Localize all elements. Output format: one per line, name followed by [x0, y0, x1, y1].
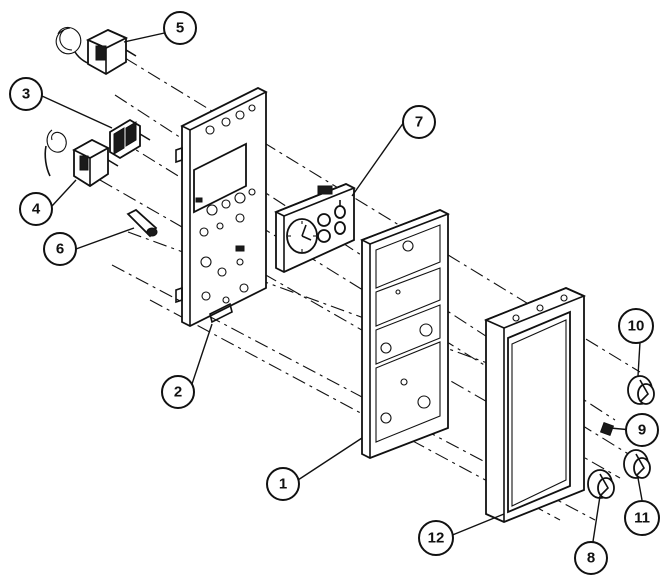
- part-8-knob: [587, 469, 615, 499]
- callout-6: 6: [43, 232, 77, 266]
- part-3-terminal-block: [109, 118, 151, 160]
- callout-9-label: 9: [638, 422, 646, 439]
- callout-2: 2: [161, 375, 195, 409]
- part-4-switch: [44, 129, 119, 188]
- callout-9: 9: [625, 413, 659, 447]
- callout-11-label: 11: [634, 510, 650, 527]
- callout-2-label: 2: [174, 384, 182, 401]
- callout-12-label: 12: [428, 530, 445, 547]
- part-2-mounting-panel: [175, 86, 268, 328]
- callout-3-label: 3: [22, 86, 30, 103]
- callout-6-label: 6: [56, 241, 64, 258]
- callout-leaders: [41, 25, 643, 549]
- part-9-spring: [599, 421, 615, 437]
- callout-5: 5: [163, 11, 197, 45]
- callout-7: 7: [402, 105, 436, 139]
- callout-12: 12: [418, 520, 454, 556]
- part-7-clock-timer: [274, 183, 356, 273]
- callout-1: 1: [266, 467, 300, 501]
- callout-10: 10: [618, 308, 654, 344]
- callout-1-label: 1: [279, 476, 287, 493]
- callout-8-label: 8: [587, 550, 595, 567]
- callout-5-label: 5: [176, 20, 184, 37]
- part-10-knob: [627, 375, 655, 405]
- callout-4: 4: [19, 192, 53, 226]
- part-1-control-panel: [360, 209, 450, 459]
- part-5-thermostat-switch: [55, 26, 137, 76]
- callout-11: 11: [624, 500, 660, 536]
- callout-10-label: 10: [628, 318, 645, 335]
- part-6-shaft-pin: [126, 208, 158, 238]
- part-11-knob: [623, 449, 651, 479]
- callout-8: 8: [574, 541, 608, 575]
- callout-4-label: 4: [32, 201, 41, 218]
- callout-7-label: 7: [415, 114, 423, 131]
- part-12-outer-frame: [483, 287, 587, 523]
- callout-3: 3: [9, 77, 43, 111]
